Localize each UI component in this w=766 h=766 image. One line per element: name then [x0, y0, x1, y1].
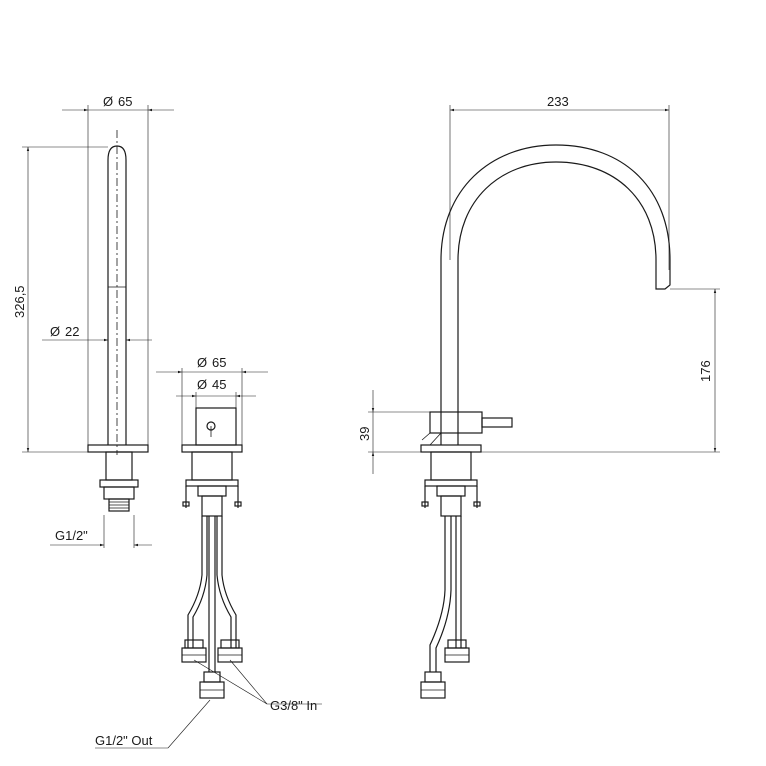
height-label: 326,5 — [12, 285, 27, 318]
dimension-top-diameter: Ø 65 — [62, 94, 174, 445]
diameter-symbol: Ø — [103, 94, 113, 109]
diameter-symbol: Ø — [50, 324, 60, 339]
lever-height-label: 39 — [357, 427, 372, 441]
inlet-label: G3/8" In — [270, 698, 317, 713]
control-outer-label: 65 — [212, 355, 226, 370]
dimension-height: 326,5 — [12, 146, 108, 453]
dimension-control-inner: Ø 45 — [176, 377, 256, 408]
dimension-lever-height: 39 — [357, 390, 430, 474]
callout-outlet: G1/2" Out — [95, 699, 211, 749]
top-diameter-label: 65 — [118, 94, 132, 109]
control-inner-label: 45 — [212, 377, 226, 392]
dimension-spout-diameter: Ø 22 — [42, 324, 152, 342]
diameter-symbol: Ø — [197, 377, 207, 392]
dimension-spout-height: 176 — [481, 288, 720, 453]
mixer-side-view — [420, 144, 671, 699]
dimension-thread-spout: G1/2" — [50, 515, 152, 548]
callout-inlet: G3/8" In — [193, 659, 322, 713]
spout-diameter-label: 22 — [65, 324, 79, 339]
thread-spout-label: G1/2" — [55, 528, 88, 543]
control-front-view — [181, 407, 243, 699]
dimension-reach: 233 — [449, 94, 670, 270]
spout-height-label: 176 — [698, 360, 713, 382]
spout-front-view — [87, 130, 149, 512]
outlet-label: G1/2" Out — [95, 733, 153, 748]
reach-label: 233 — [547, 94, 569, 109]
dimension-control-outer: Ø 65 — [156, 355, 268, 445]
diameter-symbol: Ø — [197, 355, 207, 370]
